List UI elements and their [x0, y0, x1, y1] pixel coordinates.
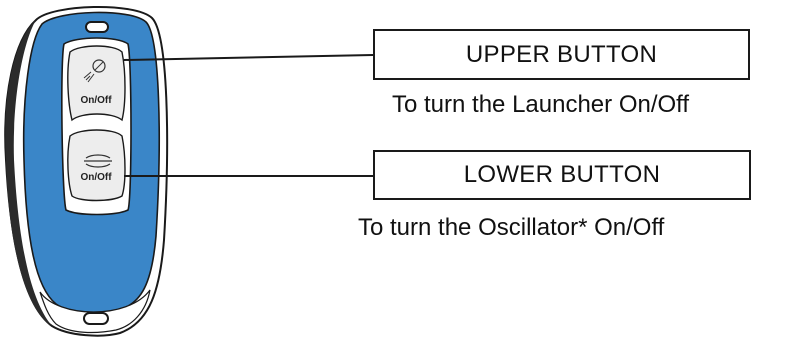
lower-button[interactable]: On/Off [67, 129, 126, 202]
launcher-ball-icon [83, 59, 106, 83]
lower-button-description: To turn the Oscillator* On/Off [358, 214, 665, 241]
upper-leader-line [123, 54, 374, 61]
remote-bottom-band [39, 289, 151, 334]
lower-button-label: On/Off [80, 172, 112, 183]
upper-button-description: To turn the Launcher On/Off [392, 91, 690, 118]
remote-top-slot [85, 21, 109, 33]
lower-button-title: LOWER BUTTON [463, 161, 661, 188]
oscillator-icon [84, 154, 112, 168]
upper-button-callout: UPPER BUTTON [373, 29, 750, 80]
upper-button[interactable]: On/Off [67, 45, 126, 122]
remote-bottom-slot [83, 312, 109, 325]
remote-side-rim [5, 20, 52, 326]
lower-button-callout: LOWER BUTTON [373, 150, 751, 200]
upper-button-label: On/Off [80, 95, 112, 106]
upper-button-title: UPPER BUTTON [465, 40, 658, 68]
